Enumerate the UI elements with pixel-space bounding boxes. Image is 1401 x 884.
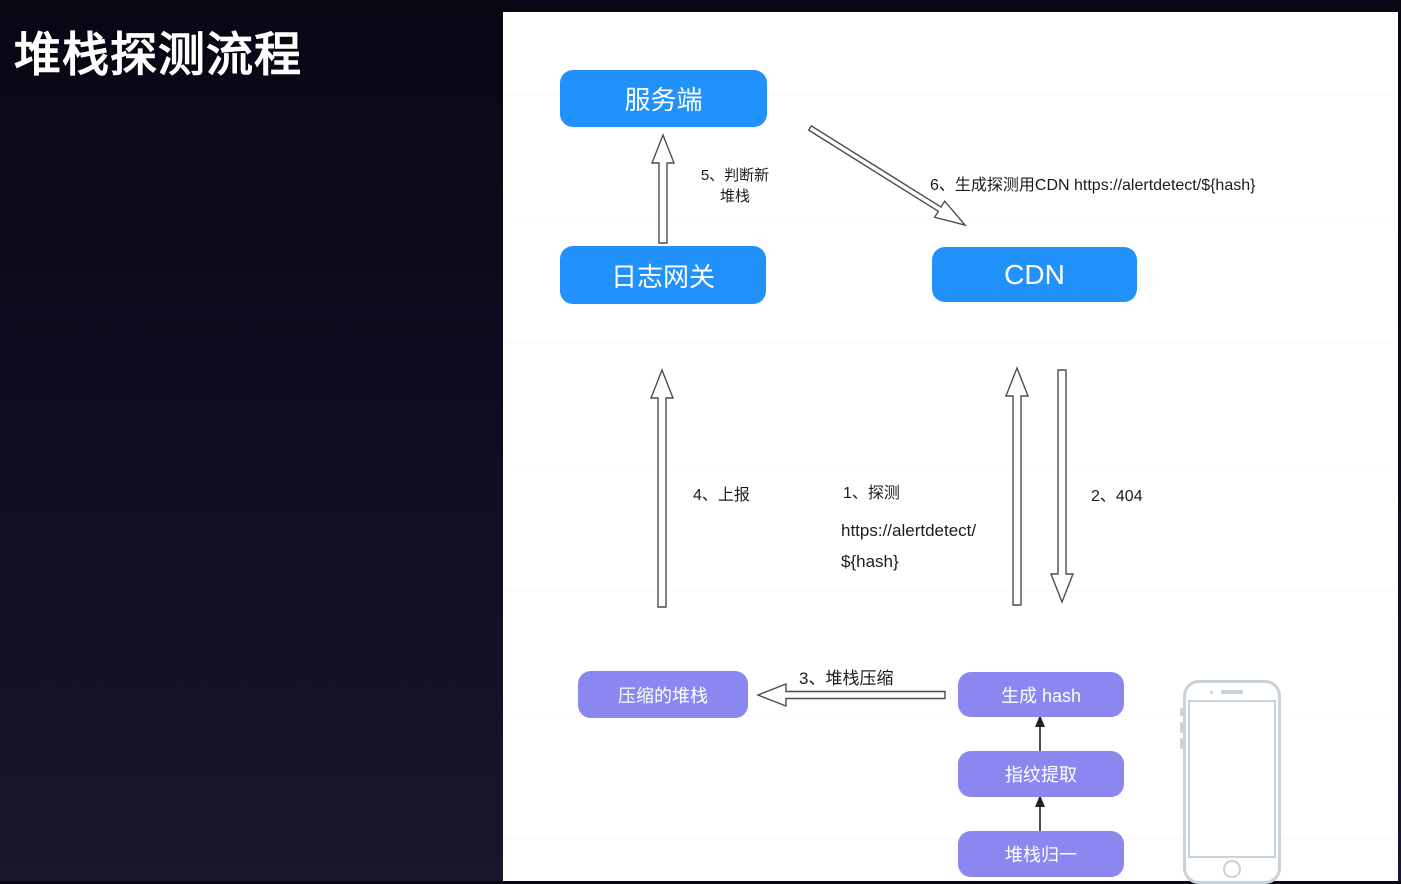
flow-arrows	[649, 124, 1075, 831]
node-cdn: CDN	[932, 247, 1137, 302]
node-cdn-label: CDN	[1004, 258, 1065, 290]
node-compressed-stack-label: 压缩的堆栈	[618, 685, 708, 706]
node-server-label: 服务端	[624, 85, 703, 115]
node-log-gateway: 日志网关	[560, 246, 766, 304]
phone-side-button	[1180, 722, 1183, 733]
arrow-step3-left	[756, 682, 946, 708]
node-log-gateway-label: 日志网关	[610, 261, 715, 292]
node-fingerprint-extract: 指纹提取	[958, 751, 1124, 797]
diagram-panel: 服务端 日志网关 CDN 压缩的堆栈 生成 hash 指纹提取 堆栈归一 5、判…	[503, 12, 1398, 884]
node-compressed-stack: 压缩的堆栈	[578, 671, 748, 718]
phone-speaker	[1221, 690, 1243, 694]
node-server: 服务端	[560, 70, 767, 127]
phone-camera-dot	[1210, 691, 1213, 694]
phone-screen	[1188, 700, 1276, 858]
edge-label-step1-url: https://alertdetect/ ${hash}	[841, 521, 977, 571]
edge-label-step6: 6、生成探测用CDN https://alertdetect/${hash}	[930, 177, 1256, 194]
phone-side-button	[1180, 708, 1183, 716]
phone-icon	[1180, 680, 1281, 884]
page-title: 堆栈探测流程	[14, 28, 302, 81]
node-fingerprint-extract-label: 指纹提取	[1005, 765, 1077, 785]
node-generate-hash-label: 生成 hash	[1000, 685, 1082, 706]
arrow-step5-up	[650, 133, 676, 244]
edge-label-step1: 1、探测	[843, 485, 900, 502]
phone-side-button	[1180, 738, 1183, 749]
node-stack-normalize-label: 堆栈归一	[1005, 845, 1077, 865]
edge-label-step2: 2、404	[1091, 488, 1143, 505]
arrow-step1-up	[1004, 366, 1030, 606]
phone-home-button	[1223, 860, 1241, 878]
node-stack-normalize: 堆栈归一	[958, 831, 1124, 877]
edge-label-step3: 3、堆栈压缩	[799, 669, 894, 688]
node-generate-hash: 生成 hash	[958, 672, 1124, 717]
arrow-fingerprint-to-hash	[1035, 715, 1045, 751]
arrow-normalize-to-fingerprint	[1035, 795, 1045, 831]
arrow-step6-diagonal	[807, 124, 968, 227]
edge-label-step5: 5、判断新 堆栈	[700, 167, 770, 205]
arrow-step4-up	[649, 368, 675, 608]
edge-label-step4: 4、上报	[693, 487, 750, 504]
arrow-step2-down	[1049, 369, 1075, 604]
